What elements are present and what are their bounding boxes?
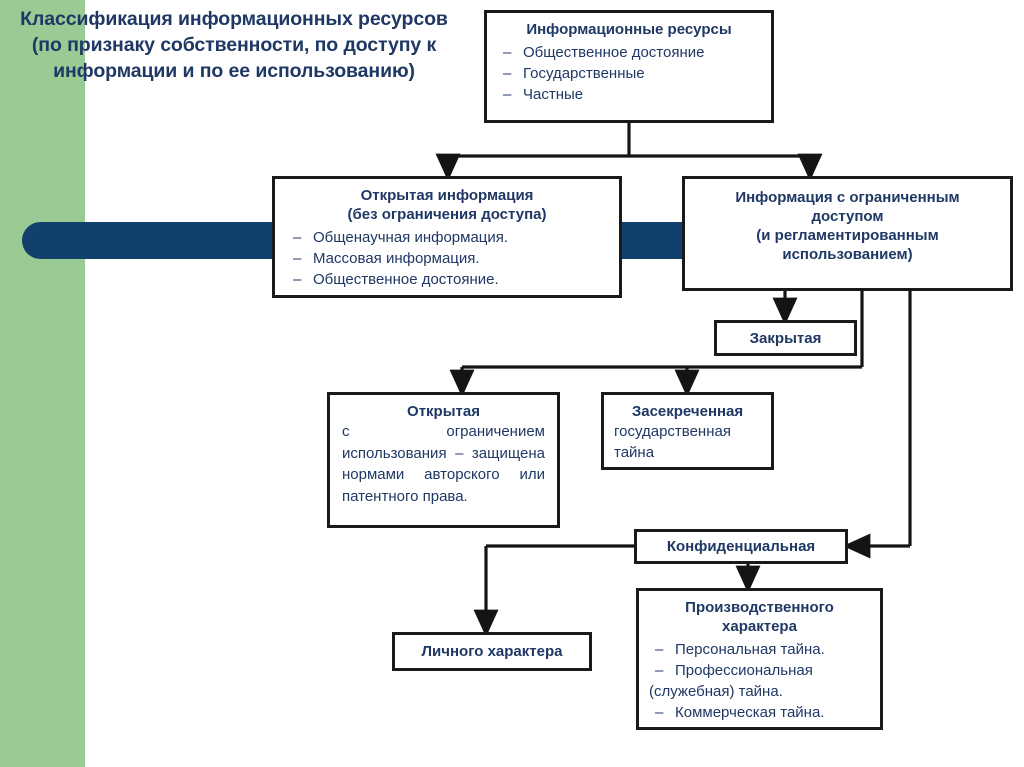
node-body-line-1: государственная	[614, 423, 731, 440]
list-item-label: Государственные	[523, 65, 645, 82]
node-body-line-2: тайна	[614, 444, 655, 461]
list-item: –Коммерческая тайна.	[649, 702, 870, 723]
list-item-label: Коммерческая тайна.	[675, 704, 825, 721]
list-item: –Профессиональная	[649, 660, 870, 681]
dash-marker: –	[503, 44, 512, 61]
node-heading-line-2: характера	[722, 618, 797, 635]
node-open-limited-use[interactable]: Открытая с ограничением использования – …	[327, 392, 560, 528]
list-item: –Общенаучная информация.	[287, 227, 607, 248]
list-item: –Общественное достояние	[497, 42, 761, 63]
list-item-label: Общественное достояние	[523, 44, 705, 61]
node-heading-line-1: Информация с ограниченным	[735, 189, 960, 206]
list-item-label: Персональная тайна.	[675, 641, 825, 658]
dash-marker: –	[655, 641, 664, 658]
node-heading-line-2: доступом	[811, 208, 884, 225]
list-item-label: Профессиональная	[675, 662, 813, 679]
node-state-secret[interactable]: Засекреченная государственная тайна	[601, 392, 774, 470]
node-confidential[interactable]: Конфиденциальная	[634, 529, 848, 564]
list-item-label: Общественное достояние.	[313, 271, 499, 288]
list-item: –Массовая информация.	[287, 248, 607, 269]
node-item-list: –Персональная тайна. –Профессиональная (…	[649, 639, 870, 723]
node-production-nature[interactable]: Производственного характера –Персональна…	[636, 588, 883, 730]
node-heading: Личного характера	[421, 643, 563, 660]
dash-marker: –	[655, 704, 664, 721]
node-heading: Закрытая	[749, 329, 822, 347]
list-item-label: Общенаучная информация.	[313, 229, 509, 246]
list-item: –Общественное достояние.	[287, 269, 607, 290]
list-item-continuation: (служебная) тайна.	[649, 683, 783, 700]
node-heading-line-2: (без ограничения доступа)	[347, 206, 547, 223]
dash-marker: –	[503, 65, 512, 82]
node-heading-line-4: использованием)	[782, 246, 913, 263]
dash-marker: –	[293, 229, 302, 246]
page-title: Классификация информационных ресурсов (п…	[20, 8, 448, 82]
node-heading-line-1: Производственного	[685, 599, 834, 616]
node-heading-line-1: Открытая информация	[360, 187, 534, 204]
list-item: –Частные	[497, 84, 761, 105]
node-closed[interactable]: Закрытая	[714, 320, 857, 356]
node-information-resources[interactable]: Информационные ресурсы –Общественное дос…	[484, 10, 774, 123]
node-open-information[interactable]: Открытая информация (без ограничения дос…	[272, 176, 622, 298]
node-item-list: –Общенаучная информация. –Массовая инфор…	[287, 227, 607, 290]
node-heading: Открытая	[407, 403, 480, 420]
node-heading-line-3: (и регламентированным	[756, 227, 939, 244]
dash-marker: –	[655, 662, 664, 679]
node-heading: Конфиденциальная	[666, 538, 816, 555]
list-item: –Персональная тайна.	[649, 639, 870, 660]
node-heading: Информационные ресурсы	[526, 21, 732, 38]
node-body-text: с ограничением использования – защищена …	[342, 423, 545, 505]
list-item: –Государственные	[497, 63, 761, 84]
list-item-label: Частные	[523, 86, 584, 103]
dash-marker: –	[293, 250, 302, 267]
dash-marker: –	[503, 86, 512, 103]
node-heading: Засекреченная	[631, 403, 744, 420]
list-item-label: Массовая информация.	[313, 250, 480, 267]
dash-marker: –	[293, 271, 302, 288]
node-personal-nature[interactable]: Личного характера	[392, 632, 592, 671]
green-side-band	[0, 0, 85, 767]
node-restricted-information[interactable]: Информация с ограниченным доступом (и ре…	[682, 176, 1013, 291]
node-item-list: –Общественное достояние –Государственные…	[497, 42, 761, 105]
